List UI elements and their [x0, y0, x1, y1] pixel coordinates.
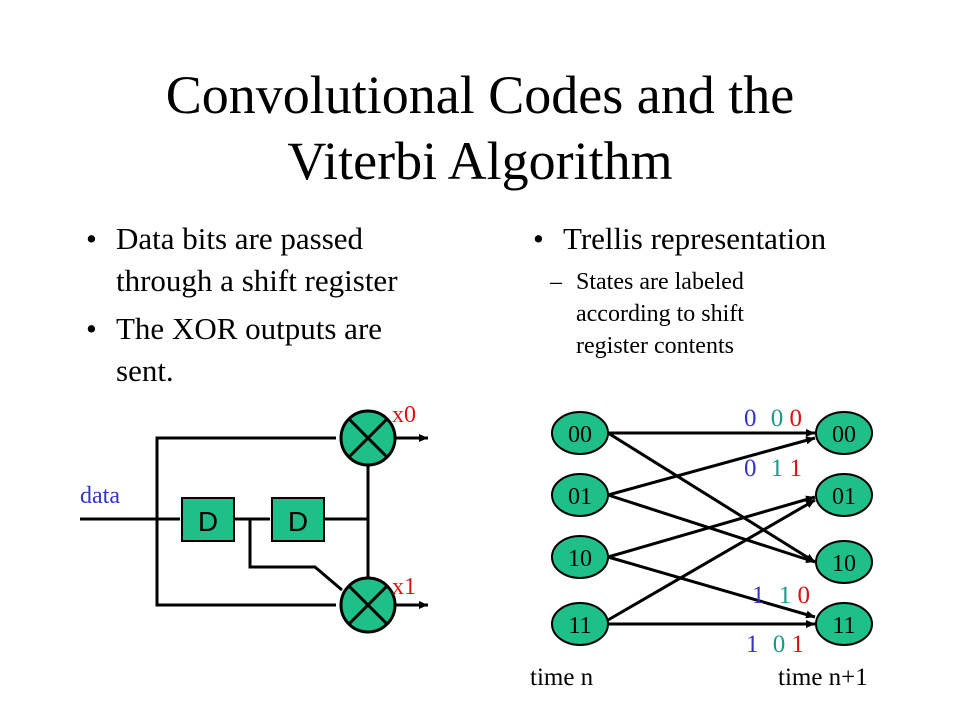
state-label: 10	[568, 546, 592, 572]
state-label: 00	[568, 422, 592, 448]
bullet-item-trellis: • Trellis representation	[533, 218, 923, 260]
xor-gate-top	[339, 409, 397, 467]
register-box	[181, 497, 235, 542]
register-d1: D	[181, 497, 235, 542]
sub-bullet-states: – States are labeled according to shift …	[550, 266, 836, 362]
bullet-line: The XOR outputs are	[116, 311, 383, 346]
state-node-right-00: 00	[815, 411, 873, 455]
edge-output-bit-a: 1	[771, 455, 784, 482]
register-d2: D	[271, 497, 325, 542]
state-label: 00	[832, 422, 856, 448]
edge-input-bit: 0	[744, 455, 757, 482]
right-bullet-list: • Trellis representation	[533, 218, 923, 260]
edge-output-bit-a: 0	[773, 631, 786, 658]
bullet-line: Data bits are passed	[116, 221, 364, 256]
trellis-edges	[607, 429, 816, 628]
sub-bullet-line: States are labeled	[576, 269, 744, 295]
xor-gate-bottom	[339, 576, 397, 634]
trellis-states-left: 00 01 10 11	[551, 411, 609, 646]
sub-bullet-dash: –	[550, 269, 562, 295]
state-node-left-10: 10	[551, 535, 609, 579]
state-label: 10	[832, 551, 856, 577]
trellis-states-right: 00 01 10 11	[815, 411, 873, 646]
register-box	[271, 497, 325, 542]
edge-label-0-00: 0 0 0	[744, 405, 802, 432]
bullet-dot: •	[86, 311, 97, 346]
bullet-dot: •	[86, 221, 97, 256]
edge-10-to-01	[607, 495, 816, 559]
edge-01-to-00	[607, 436, 816, 497]
edge-output-bit-a: 0	[771, 405, 784, 432]
title-line-2: Viterbi Algorithm	[287, 131, 673, 191]
sub-bullet-line: according to shift	[576, 301, 744, 327]
register-label: D	[288, 506, 308, 537]
bullet-item-shift-register: • Data bits are passed through a shift r…	[86, 218, 476, 302]
tap-to-bottom-xor	[155, 519, 336, 607]
edge-00-to-10	[607, 431, 816, 564]
state-node-left-01: 01	[551, 473, 609, 517]
state-node-left-00: 00	[551, 411, 609, 455]
edge-output-bit-a: 1	[779, 582, 792, 609]
register-label: D	[198, 506, 218, 537]
title-line-1: Convolutional Codes and the	[165, 65, 795, 125]
edge-output-bit-b: 1	[792, 631, 805, 658]
state-node-left-11: 11	[551, 602, 609, 646]
bullet-item-xor-outputs: • The XOR outputs are sent.	[86, 308, 476, 392]
x1-label: x1	[392, 574, 416, 600]
state-node-right-11: 11	[815, 602, 873, 646]
edge-label-0-11: 0 1 1	[744, 455, 802, 482]
edge-output-bit-b: 1	[790, 455, 803, 482]
mid-tap-to-bottom-xor	[248, 519, 343, 592]
bullet-dot: •	[533, 221, 544, 256]
time-n-plus-1-label: time n+1	[778, 664, 868, 691]
slide-title: Convolutional Codes and the Viterbi Algo…	[0, 62, 960, 194]
tap-to-top-xor	[155, 436, 336, 519]
state-label: 01	[832, 484, 856, 510]
edge-output-bit-b: 0	[790, 405, 803, 432]
state-node-right-01: 01	[815, 473, 873, 517]
edge-input-bit: 1	[752, 582, 765, 609]
state-label: 11	[568, 613, 591, 639]
edge-output-bit-b: 0	[798, 582, 811, 609]
bullet-line: through a shift register	[116, 263, 398, 298]
edge-label-1-10: 1 1 0	[752, 582, 810, 609]
edge-label-1-01: 1 0 1	[746, 631, 804, 658]
left-bullet-list: • Data bits are passed through a shift r…	[86, 218, 476, 398]
state-label: 01	[568, 484, 592, 510]
time-n-label: time n	[530, 664, 594, 691]
edge-10-to-11	[607, 555, 816, 619]
state-node-right-10: 10	[815, 540, 873, 584]
edge-11-to-01	[607, 498, 816, 622]
state-label: 11	[832, 613, 855, 639]
sub-bullet-line: register contents	[576, 333, 734, 359]
trellis-edge-labels: 0 0 0 0 1 1 1 1 0 1 0 1	[744, 405, 810, 658]
bullet-line: sent.	[116, 353, 174, 388]
edge-input-bit: 1	[746, 631, 759, 658]
data-input-label: data	[80, 483, 120, 509]
x0-label: x0	[392, 402, 416, 428]
shift-register-circuit	[80, 434, 428, 609]
edge-input-bit: 0	[744, 405, 757, 432]
bullet-text: Trellis representation	[563, 221, 827, 256]
